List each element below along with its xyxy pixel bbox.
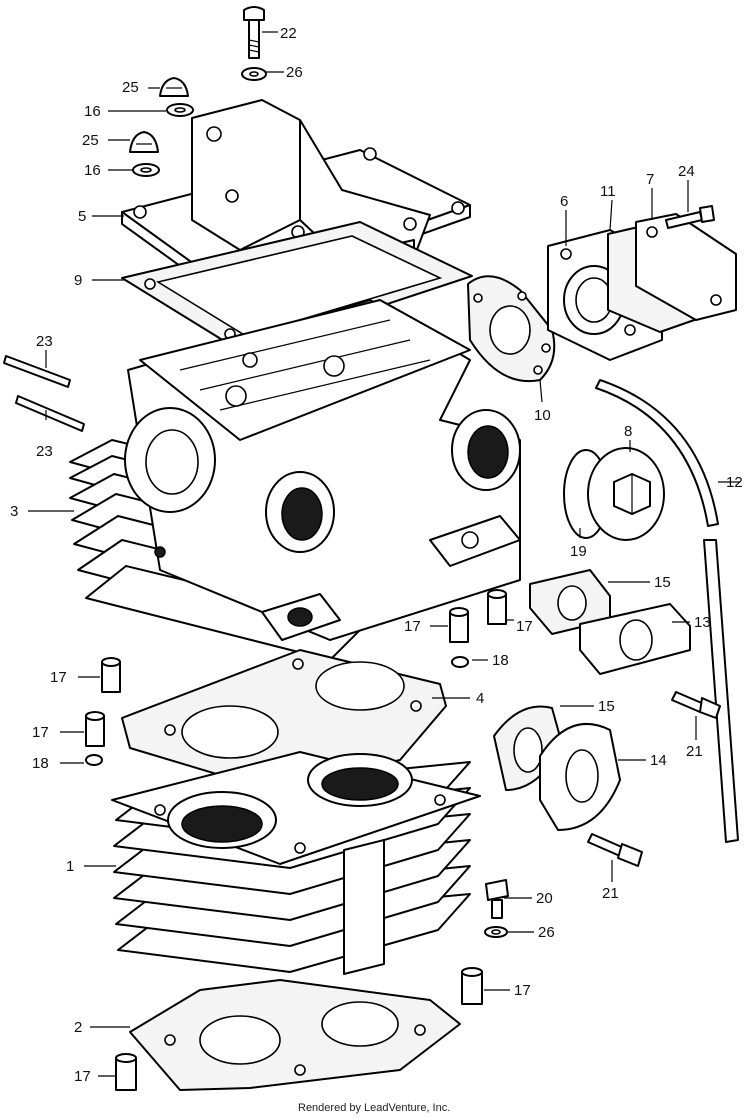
callout-8: 8: [624, 423, 632, 440]
washer-26-bottom: [484, 926, 508, 938]
callout-16-upper: 16: [84, 103, 101, 120]
callout-18-left: 18: [32, 755, 49, 772]
bolt-21-lower: [587, 833, 643, 867]
cap-8: [587, 447, 665, 541]
bolt-24: [665, 205, 715, 229]
callout-21-lower: 21: [602, 885, 619, 902]
callout-6: 6: [560, 193, 568, 210]
bolt-22: [243, 6, 265, 59]
cylinder-block-1: [111, 751, 481, 975]
washer-16-lower: [132, 163, 160, 177]
leader-lines: [28, 31, 740, 1077]
callout-19: 19: [570, 543, 587, 560]
callout-11: 11: [600, 183, 616, 200]
dowel-17-base-right: [461, 967, 483, 1005]
breather-tube-12: [595, 379, 739, 843]
callout-17-left-upper: 17: [50, 669, 67, 686]
callout-17-head-left: 17: [404, 618, 421, 635]
callout-26-bottom: 26: [538, 924, 555, 941]
callout-4: 4: [476, 690, 484, 707]
dowel-17-left-lower: [85, 711, 105, 747]
callout-25-upper: 25: [122, 79, 139, 96]
insulator-14: [539, 722, 621, 831]
stud-23-lower: [15, 395, 85, 432]
callout-5: 5: [78, 208, 86, 225]
washer-16-upper: [166, 103, 194, 117]
callout-17-head-right: 17: [516, 618, 533, 635]
callout-23-upper: 23: [36, 333, 53, 350]
callout-15-upper: 15: [654, 574, 671, 591]
callout-23-lower: 23: [36, 443, 53, 460]
insulator-13: [579, 603, 691, 675]
callout-labels: 22 26 25 16 25 16 5 9 6 11 7 24 23 23 10…: [10, 25, 743, 1085]
o-ring-18-left: [85, 754, 103, 766]
callout-14: 14: [650, 752, 667, 769]
head-cover-gasket-9: [121, 221, 473, 353]
callout-10: 10: [534, 407, 551, 424]
callout-2: 2: [74, 1019, 82, 1036]
cap-nut-25-upper: [159, 77, 189, 97]
base-gasket-2: [129, 979, 461, 1091]
callout-25-lower: 25: [82, 132, 99, 149]
dowel-17-head-right: [449, 607, 469, 643]
callout-1: 1: [66, 858, 74, 875]
o-ring-18-right: [451, 656, 469, 668]
washer-26-top: [241, 67, 267, 81]
render-credit: Rendered by LeadVenture, Inc.: [298, 1102, 450, 1114]
callout-22: 22: [280, 25, 297, 42]
intake-gasket-10: [467, 275, 556, 383]
callout-13: 13: [694, 614, 711, 631]
flange-7: [635, 213, 737, 321]
bolt-21-upper: [671, 691, 721, 719]
callout-24: 24: [678, 163, 695, 180]
insulator-gasket-15-upper: [529, 569, 611, 635]
cylinder-head-3: [69, 299, 521, 661]
callout-12: 12: [726, 474, 743, 491]
bolt-20: [485, 879, 509, 919]
callout-26-top: 26: [286, 64, 303, 81]
cap-nut-25-lower: [129, 131, 159, 153]
callout-7: 7: [646, 171, 654, 188]
callout-15-lower: 15: [598, 698, 615, 715]
callout-3: 3: [10, 503, 18, 520]
callout-17-left-lower: 17: [32, 724, 49, 741]
callout-20: 20: [536, 890, 553, 907]
callout-17-base-right: 17: [514, 982, 531, 999]
callout-21-upper: 21: [686, 743, 703, 760]
callout-18-right: 18: [492, 652, 509, 669]
callout-9: 9: [74, 272, 82, 289]
callout-17-base-left: 17: [74, 1068, 91, 1085]
dowel-17-far-right: [487, 589, 507, 625]
dowel-17-base-left: [115, 1053, 137, 1091]
dowel-17-left-upper: [101, 657, 121, 693]
callout-16-lower: 16: [84, 162, 101, 179]
stud-23-upper: [3, 355, 71, 388]
